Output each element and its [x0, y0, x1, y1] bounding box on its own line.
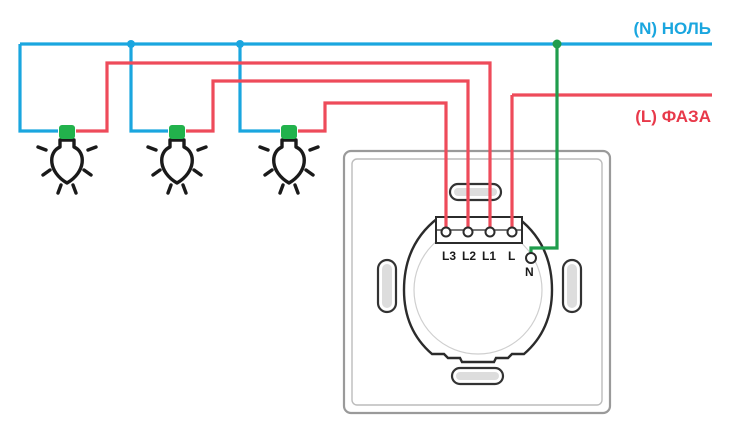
neutral-wires [18, 42, 712, 133]
phase-wires [76, 61, 712, 228]
phase-wire-l3-bulb-3 [298, 101, 448, 228]
bulb-cap [59, 125, 75, 139]
bulb-glass [160, 138, 194, 185]
neutral-line-label: (N) НОЛЬ [633, 19, 711, 38]
junction-dot-2 [236, 40, 244, 48]
phase-line-label: (L) ФАЗА [635, 107, 711, 126]
plate-mount-slot-top-inner [454, 188, 497, 196]
bulb-icon [146, 125, 208, 195]
bulb-rays [146, 145, 208, 195]
bulb-icon [258, 125, 320, 195]
plate-outer-border [342, 149, 612, 415]
terminal-l1 [484, 226, 496, 238]
bulb-cap [281, 125, 297, 139]
plate-mount-slot-left [376, 258, 398, 314]
bulb-1 [36, 125, 98, 195]
plate-mount-slot-left-inner [382, 264, 392, 308]
bulb-glass [50, 138, 84, 185]
neutral-wire-bulb-3 [238, 44, 280, 133]
terminal-label-l: L [508, 249, 515, 263]
bulb-glass [272, 138, 306, 185]
plate-mount-slot-right [561, 258, 583, 314]
terminal-n [525, 252, 537, 264]
terminal-l3 [440, 226, 452, 238]
terminal-label-l3: L3 [442, 249, 456, 263]
terminal-label-l2: L2 [462, 249, 476, 263]
terminal-l2 [462, 226, 474, 238]
phase-wire-l2-bulb-2 [186, 79, 470, 228]
plate-mount-slot-bottom-inner [456, 372, 499, 380]
bulb-icon [36, 125, 98, 195]
mechanism-inner-ring [413, 225, 543, 355]
switch-plate [342, 149, 612, 415]
mechanism-outline [402, 217, 554, 364]
terminal-label-l1: L1 [482, 249, 496, 263]
plate-mount-slot-bottom [450, 366, 505, 386]
bulb-3 [258, 125, 320, 195]
bulb-rays [36, 145, 98, 195]
junction-dot-neutral-link [552, 39, 562, 49]
plate-mount-slot-top [448, 182, 503, 202]
junction-dots [127, 39, 562, 49]
plate-inner-border [351, 158, 603, 406]
plate-mount-slot-right-inner [567, 264, 577, 308]
terminals [440, 226, 537, 264]
bulb-rays [258, 145, 320, 195]
bulb-2 [146, 125, 208, 195]
bulb-cap [169, 125, 185, 139]
junction-dot-1 [127, 40, 135, 48]
neutral-wire-bulb-2 [129, 44, 168, 133]
neutral-wire-bulb-1 [18, 44, 58, 133]
phase-wire-l1-bulb-1 [76, 61, 492, 228]
terminal-label-n: N [525, 265, 534, 279]
terminal-l [506, 226, 518, 238]
